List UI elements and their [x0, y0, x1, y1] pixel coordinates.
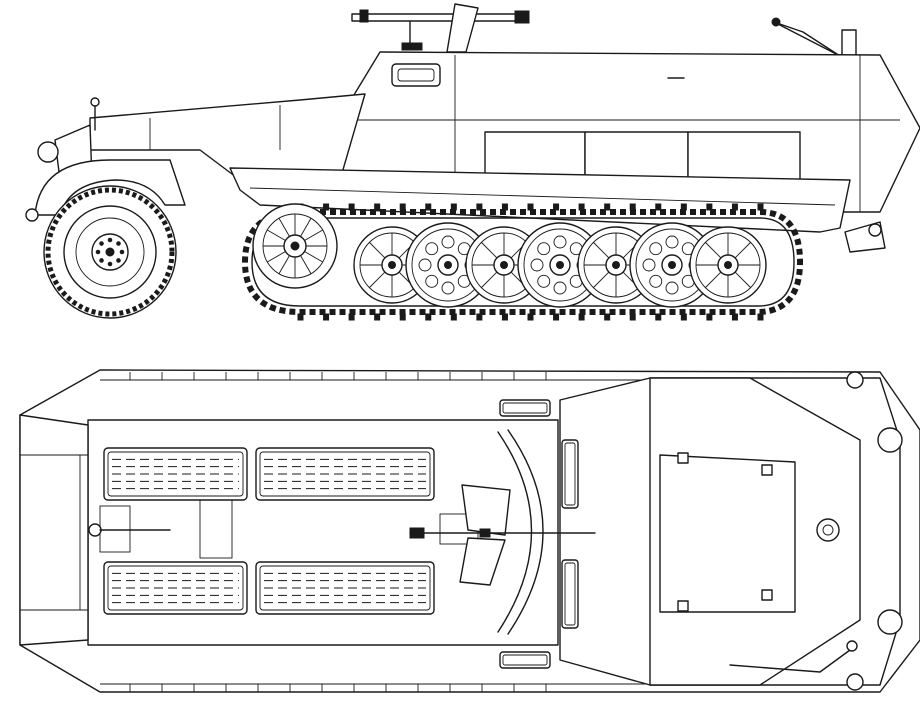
hull-side	[25, 51, 920, 253]
road-wheel	[689, 226, 767, 304]
seat-bench	[103, 561, 248, 615]
hatch	[499, 399, 551, 417]
top-view	[19, 369, 920, 693]
seat-benches	[103, 447, 435, 615]
seat-bench	[255, 447, 435, 501]
hatch	[499, 651, 551, 669]
front-wheel	[43, 185, 177, 319]
seat-bench	[103, 447, 248, 501]
hatch	[561, 559, 579, 629]
hatches	[499, 399, 579, 669]
track-grousers	[297, 203, 764, 321]
antenna-mount-icon	[771, 17, 857, 59]
drive-sprocket	[252, 203, 338, 289]
road-wheel	[517, 222, 603, 308]
side-view	[25, 3, 920, 321]
seat-bench	[255, 561, 435, 615]
road-wheels	[353, 222, 767, 308]
hatch	[561, 439, 579, 509]
machine-gun-icon	[351, 3, 530, 53]
